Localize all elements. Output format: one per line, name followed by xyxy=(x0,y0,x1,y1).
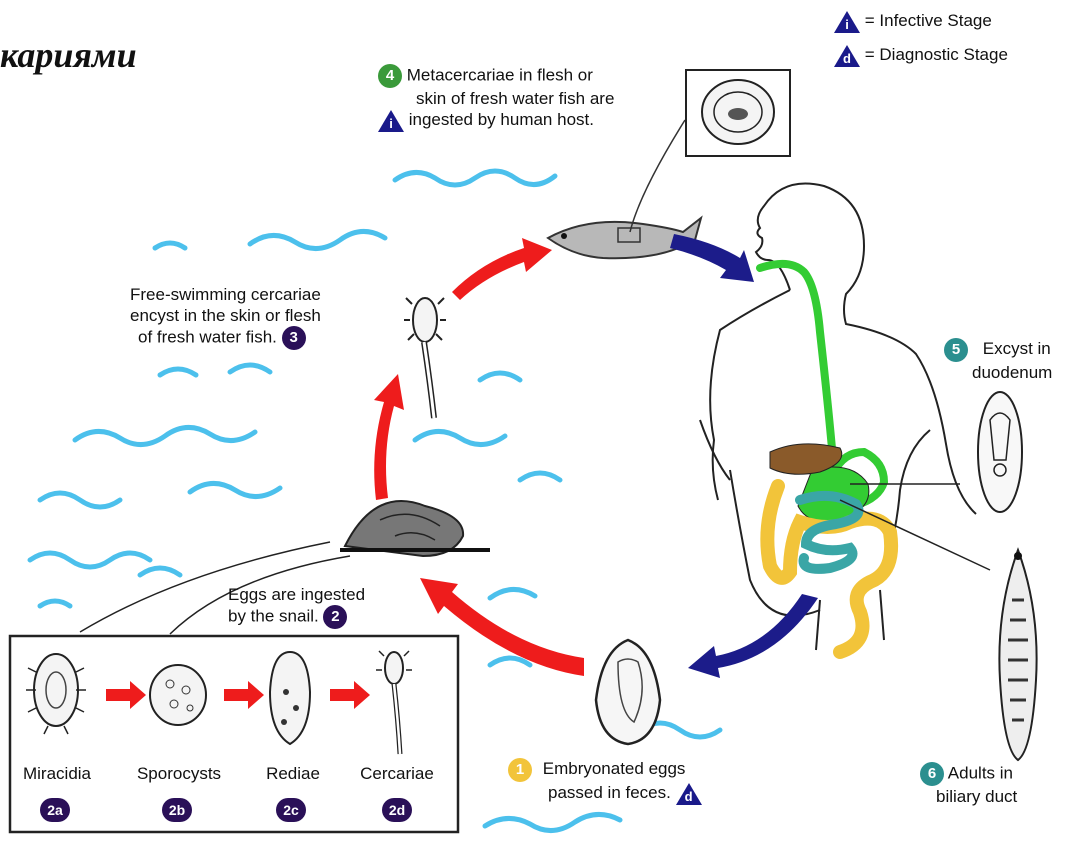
excysted-fluke-illustration xyxy=(977,391,1023,513)
step-1-line-1: Embryonated eggs xyxy=(542,759,686,779)
arrow-human-to-egg xyxy=(688,594,818,678)
inset-badge-2c: 2c xyxy=(276,798,306,822)
redia-illustration xyxy=(268,650,312,746)
inset-arrow-1 xyxy=(106,681,146,709)
step-6-line-1: Adults in xyxy=(947,763,1013,783)
step-3-label: Free-swimming cercariae encyst in the sk… xyxy=(130,284,321,350)
cercaria-illustration xyxy=(404,297,446,419)
inset-badge-2b: 2b xyxy=(162,798,192,822)
step-6-badge: 6 xyxy=(920,762,944,786)
legend-infective-text: = Infective Stage xyxy=(864,11,992,30)
snail-callout-line-1 xyxy=(79,541,331,633)
step-6-line-2: biliary duct xyxy=(936,787,1018,806)
arrow-snail-to-cercaria xyxy=(374,374,404,500)
step-3-badge: 3 xyxy=(281,326,306,350)
step-4-line-3: ingested by human host. xyxy=(408,110,594,129)
infective-stage-icon: i xyxy=(834,10,860,33)
miracidium-illustration xyxy=(26,653,86,735)
arrow-fish-to-human xyxy=(670,234,754,282)
step-2-badge: 2 xyxy=(323,605,348,629)
snail-stages-inset xyxy=(8,634,460,834)
inset-label-rediae: Rediae xyxy=(266,764,320,783)
step-3-line-1: Free-swimming cercariae xyxy=(130,285,321,304)
step-1-diagnostic-icon: d xyxy=(675,782,702,805)
sporocyst-illustration xyxy=(149,664,207,726)
fish-callout-line xyxy=(629,119,686,233)
step-1-line-2: passed in feces. xyxy=(548,783,671,802)
step-5-badge: 5 xyxy=(944,338,968,362)
snail-illustration xyxy=(340,500,490,558)
inset-badge-2d: 2d xyxy=(382,798,412,822)
step-4-label: 4 Metacercariae in flesh or skin of fres… xyxy=(378,64,614,132)
inset-arrow-2 xyxy=(224,681,264,709)
embryonated-egg-illustration xyxy=(594,638,662,746)
step-1-badge: 1 xyxy=(508,758,532,782)
step-1-label: 1 Embryonated eggs passed in feces. d xyxy=(508,758,702,805)
step-3-line-2: encyst in the skin or flesh xyxy=(130,306,321,325)
diagnostic-stage-icon: d xyxy=(834,44,860,67)
step-2-line-1: Eggs are ingested xyxy=(228,585,366,604)
human-host-silhouette xyxy=(699,182,977,651)
step-3-line-3: of fresh water fish. xyxy=(138,327,277,347)
adult-fluke-illustration xyxy=(998,547,1038,762)
inset-label-miracidia: Miracidia xyxy=(22,764,92,783)
adult-pointer-line xyxy=(839,499,991,571)
snail-callout-line-2 xyxy=(169,555,351,635)
inset-label-sporocysts: Sporocysts xyxy=(136,764,222,783)
inset-label-cercariae: Cercariae xyxy=(360,764,434,783)
water-waves xyxy=(27,168,723,833)
step-5-line-2: duodenum xyxy=(972,363,1053,382)
step-4-line-1: Metacercariae in flesh or xyxy=(406,65,593,85)
digestive-tract xyxy=(756,259,898,659)
arrow-egg-to-snail xyxy=(420,578,584,676)
legend-diagnostic: d = Diagnostic Stage xyxy=(834,44,1008,67)
step-5-label: 5 Excyst in duodenum xyxy=(944,338,1052,383)
step-4-line-2: skin of fresh water fish are xyxy=(416,89,615,108)
step-2-label: Eggs are ingested by the snail. 2 xyxy=(228,584,365,629)
cercaria-small-illustration xyxy=(376,650,412,755)
step-4-badge: 4 xyxy=(378,64,402,88)
legend-diagnostic-text: = Diagnostic Stage xyxy=(864,45,1008,64)
step-5-line-1: Excyst in xyxy=(982,339,1051,359)
step-4-infective-icon: i xyxy=(378,109,404,132)
arrow-cercaria-to-fish xyxy=(452,238,552,300)
metacercaria-inset xyxy=(685,69,791,157)
step-2-line-2: by the snail. xyxy=(228,606,319,626)
page-heading: кариями xyxy=(0,35,137,75)
inset-arrow-3 xyxy=(330,681,370,709)
blue-cycle-arrows xyxy=(670,234,818,678)
step-6-label: 6 Adults in biliary duct xyxy=(920,762,1017,807)
legend-infective: i = Infective Stage xyxy=(834,10,992,33)
inset-badge-2a: 2a xyxy=(40,798,70,822)
red-cycle-arrows xyxy=(374,238,584,676)
